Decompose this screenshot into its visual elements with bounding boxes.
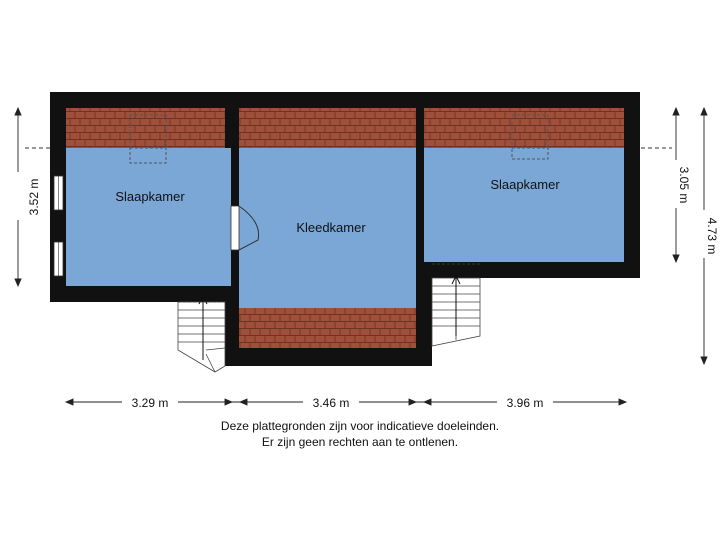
- stairs-left-arrow: [198, 294, 208, 360]
- dim-total-height: 4.73 m: [705, 218, 719, 255]
- disclaimer-line-1: Deze plattegronden zijn voor indicatieve…: [220, 419, 500, 433]
- walls: [50, 92, 640, 366]
- room-label-center: Kleedkamer: [296, 220, 366, 235]
- disclaimer-line-2: Er zijn geen rechten aan te ontlenen.: [261, 435, 459, 449]
- door-center: [230, 205, 260, 251]
- dim-right-width: 3.96 m: [507, 396, 544, 410]
- room-center: [239, 148, 416, 308]
- window-left: [53, 175, 64, 277]
- room-label-right: Slaapkamer: [490, 177, 560, 192]
- roof-tiles-center: [239, 108, 416, 148]
- roof-tiles-right: [424, 108, 624, 148]
- stairs-right-arrow: [451, 274, 461, 336]
- room-right: [424, 148, 624, 262]
- dim-left-height: 3.52 m: [27, 179, 41, 216]
- room-left: [66, 148, 231, 286]
- roof-tiles-bottom: [239, 308, 416, 348]
- roof-tiles-left: [66, 108, 225, 148]
- dim-left-width: 3.29 m: [132, 396, 169, 410]
- dim-right-room-height: 3.05 m: [677, 167, 691, 204]
- room-label-left: Slaapkamer: [115, 189, 185, 204]
- dim-center-width: 3.46 m: [313, 396, 350, 410]
- stairs-left: [177, 301, 226, 373]
